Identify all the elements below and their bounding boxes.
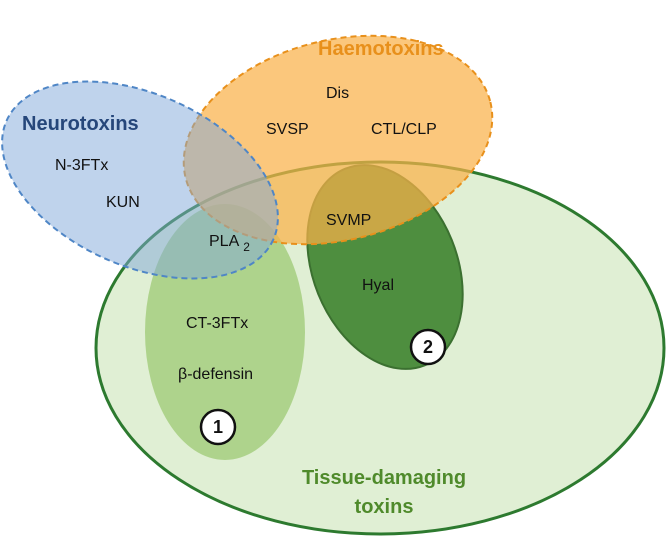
tissue-damaging-title-line1: Tissue-damaging — [302, 467, 466, 489]
pla2-base: PLA — [209, 233, 240, 250]
toxin-label-dis: Dis — [326, 85, 349, 102]
cluster-1-badge: 1 — [199, 408, 237, 446]
toxin-label-svmp: SVMP — [326, 212, 371, 229]
haemotoxins-title: Haemotoxins — [318, 38, 444, 60]
neurotoxins-title: Neurotoxins — [22, 113, 139, 135]
toxin-label-n3ftx: N-3FTx — [55, 157, 108, 174]
cluster-1-badge-number: 1 — [213, 417, 223, 437]
toxin-label-ct3ftx: CT-3FTx — [186, 315, 248, 332]
toxin-label-ctl-clp: CTL/CLP — [371, 121, 437, 138]
toxin-label-beta-defensin: β-defensin — [178, 366, 253, 383]
cluster-2-badge: 2 — [409, 328, 447, 366]
toxin-label-svsp: SVSP — [266, 121, 309, 138]
neurotoxins-ellipse — [1, 80, 279, 280]
toxin-label-hyal: Hyal — [362, 277, 394, 294]
tissue-damaging-title-line2: toxins — [355, 496, 414, 518]
cluster-2-badge-number: 2 — [423, 337, 433, 357]
pla2-subscript: 2 — [243, 240, 250, 254]
toxin-label-kun: KUN — [106, 194, 140, 211]
